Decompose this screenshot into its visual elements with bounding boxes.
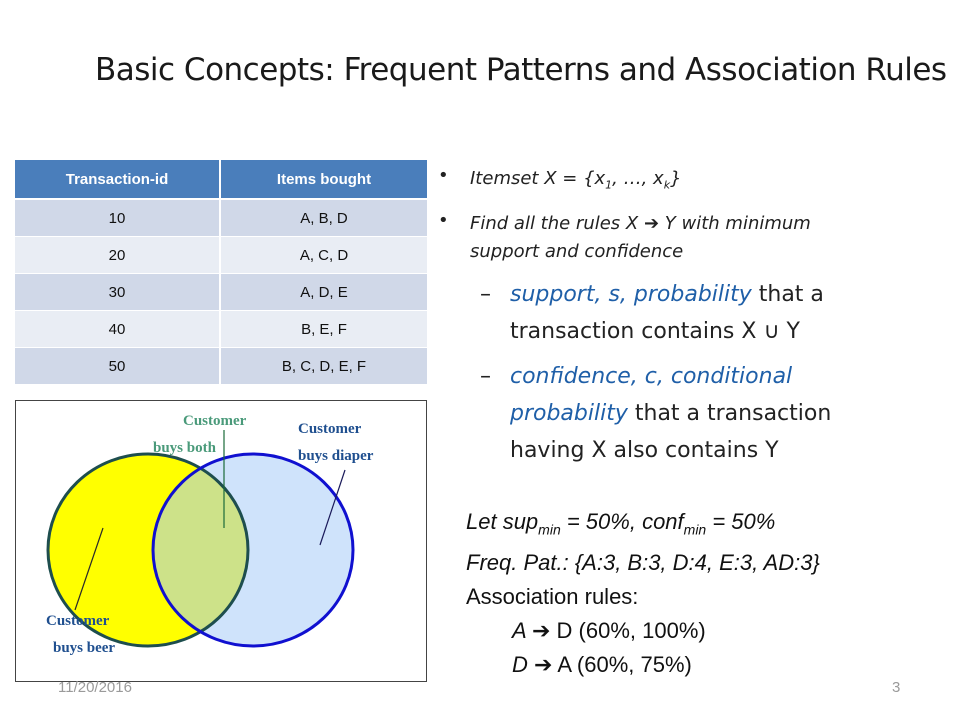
itemset-text: } bbox=[670, 168, 682, 189]
bullet-dot-icon: • bbox=[438, 165, 449, 186]
table-row: 30 A, D, E bbox=[15, 273, 427, 311]
thresholds-text: Let sup bbox=[466, 509, 539, 534]
label-both-line2: buys both bbox=[153, 440, 217, 456]
itemset-text: , …, x bbox=[612, 168, 664, 189]
dash-icon: – bbox=[480, 363, 491, 389]
thresholds-line: Let supmin = 50%, confmin = 50% bbox=[466, 505, 820, 546]
confidence-term: confidence, c, conditional bbox=[510, 363, 793, 389]
thresholds-text: = 50% bbox=[706, 509, 776, 534]
confidence-text: that a transaction bbox=[627, 400, 832, 426]
label-diaper-line2: buys diaper bbox=[298, 448, 374, 464]
transaction-table: Transaction-id Items bought 10 A, B, D 2… bbox=[15, 160, 427, 385]
rule-text: A bbox=[512, 618, 532, 644]
rule-text: D (60%, 100%) bbox=[550, 618, 706, 644]
table-row: 50 B, C, D, E, F bbox=[15, 347, 427, 385]
label-beer-line2: buys beer bbox=[53, 640, 115, 656]
itemset-sub: k bbox=[663, 178, 671, 192]
itemset-text: Itemset X = {x bbox=[470, 168, 606, 189]
frequent-patterns-line: Freq. Pat.: {A:3, B:3, D:4, E:3, AD:3} bbox=[466, 550, 820, 576]
thresholds-sub: min bbox=[538, 521, 561, 538]
label-beer-line1: Customer bbox=[46, 613, 110, 629]
support-text: transaction contains X bbox=[510, 318, 764, 344]
confidence-text: having X also contains Y bbox=[510, 437, 779, 463]
dash-icon: – bbox=[480, 281, 491, 307]
cell-transaction-id: 20 bbox=[15, 236, 220, 274]
cell-items: A, B, D bbox=[219, 199, 427, 237]
cell-transaction-id: 40 bbox=[15, 310, 220, 348]
rule-line: A ➔ D (60%, 100%) bbox=[512, 614, 820, 648]
label-both-line1: Customer bbox=[183, 413, 247, 429]
page-number: 3 bbox=[892, 679, 901, 696]
diaper-pointer-line bbox=[319, 469, 346, 546]
confidence-term: probability bbox=[510, 400, 628, 426]
footer-date: 11/20/2016 bbox=[58, 679, 132, 696]
bullet-list: • Itemset X = {x1, …, xk} • Find all the… bbox=[438, 165, 940, 469]
association-rules-heading: Association rules: bbox=[466, 584, 639, 610]
beer-pointer-line bbox=[74, 527, 104, 611]
header-transaction-id: Transaction-id bbox=[15, 160, 220, 200]
support-text: Y bbox=[779, 318, 800, 344]
rules-block: Let supmin = 50%, confmin = 50% Freq. Pa… bbox=[466, 505, 820, 682]
cell-items: A, D, E bbox=[219, 273, 427, 311]
find-text: Find all the rules X bbox=[470, 212, 644, 234]
find-text: support and confidence bbox=[470, 240, 684, 262]
rule-text: D bbox=[512, 652, 534, 678]
slide-title: Basic Concepts: Frequent Patterns and As… bbox=[95, 52, 947, 88]
bullet-find-rules: • Find all the rules X ➔ Y with minimum s… bbox=[438, 209, 940, 266]
rule-line: D ➔ A (60%, 75%) bbox=[512, 648, 820, 682]
cell-items: B, E, F bbox=[219, 310, 427, 348]
diaper-circle-outline bbox=[151, 452, 355, 648]
right-arrow-icon: ➔ bbox=[531, 618, 551, 644]
support-term: support, s, probability bbox=[510, 281, 752, 307]
cell-transaction-id: 10 bbox=[15, 199, 220, 237]
thresholds-text: = 50%, conf bbox=[560, 509, 684, 534]
thresholds-sub: min bbox=[683, 521, 707, 538]
rule-text: A (60%, 75%) bbox=[552, 652, 692, 678]
itemset-sub: 1 bbox=[605, 178, 613, 192]
table-header-row: Transaction-id Items bought bbox=[15, 160, 427, 200]
union-icon: ∪ bbox=[763, 318, 780, 344]
cell-transaction-id: 50 bbox=[15, 347, 220, 385]
sub-bullet-support: – support, s, probability that a transact… bbox=[480, 276, 940, 350]
label-diaper-line1: Customer bbox=[298, 421, 362, 437]
cell-items: A, C, D bbox=[219, 236, 427, 274]
venn-diagram: Customer buys both Customer buys diaper … bbox=[15, 400, 427, 682]
bullet-itemset: • Itemset X = {x1, …, xk} bbox=[438, 165, 940, 200]
header-items-bought: Items bought bbox=[219, 160, 427, 200]
cell-transaction-id: 30 bbox=[15, 273, 220, 311]
right-arrow-icon: ➔ bbox=[534, 652, 553, 678]
table-row: 40 B, E, F bbox=[15, 310, 427, 348]
overlap-region bbox=[153, 454, 248, 646]
beer-circle-outline bbox=[46, 452, 250, 648]
table-row: 20 A, C, D bbox=[15, 236, 427, 274]
support-text: that a bbox=[751, 281, 824, 307]
right-arrow-icon: ➔ bbox=[643, 212, 660, 234]
cell-items: B, C, D, E, F bbox=[219, 347, 427, 385]
find-text: Y with minimum bbox=[659, 212, 811, 234]
bullet-dot-icon: • bbox=[438, 209, 449, 231]
table-row: 10 A, B, D bbox=[15, 199, 427, 237]
